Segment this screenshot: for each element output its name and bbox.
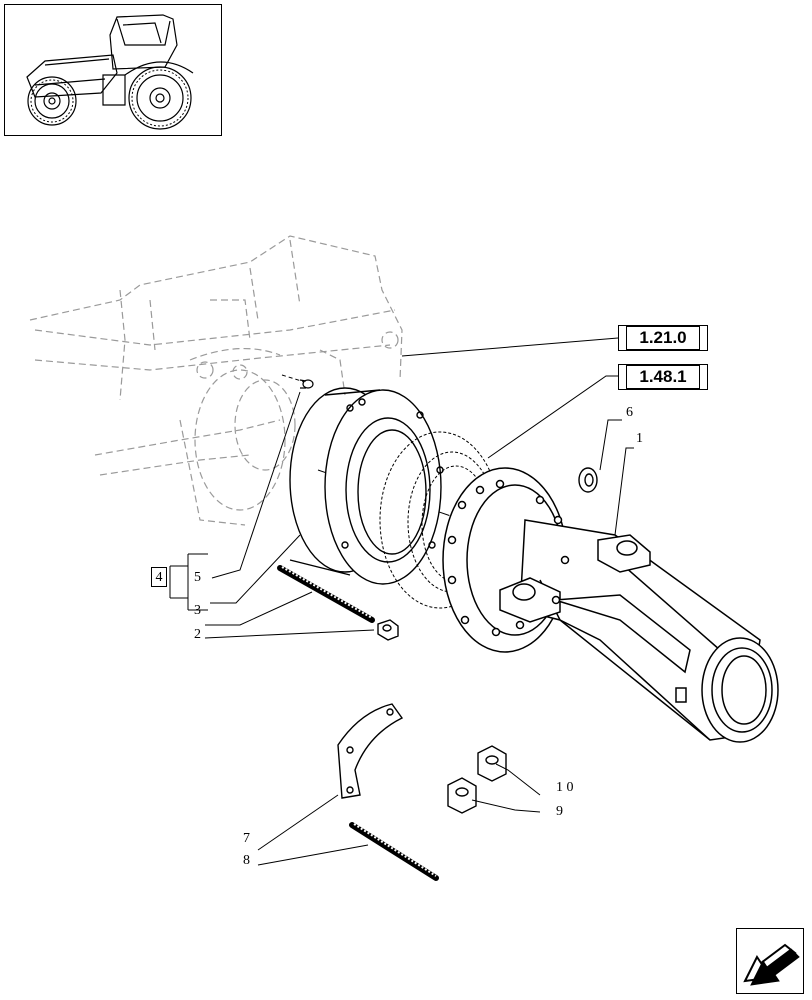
callout-8: 8 [243,853,250,868]
part-nut-9[interactable] [447,777,477,814]
callout-2: 2 [194,627,201,642]
part-pin[interactable] [281,374,314,389]
part-axle-housing[interactable] [442,467,779,743]
tractor-thumbnail[interactable] [4,4,222,136]
callout-7: 7 [243,831,250,846]
part-spacer-ring[interactable] [289,387,444,585]
callout-6: 6 [626,405,633,420]
part-nut-10[interactable] [477,745,507,782]
part-nut-small[interactable] [377,619,399,641]
reference-label: 1.21.0 [626,326,700,350]
callout-9: 9 [556,804,563,819]
leader-lines [169,337,634,866]
callout-1: 1 [636,431,643,446]
reference-label: 1.48.1 [626,365,700,389]
part-stud-short[interactable] [349,822,439,881]
tractor-icon [26,14,194,130]
reference-1-48-1[interactable]: 1.48.1 [618,364,708,390]
reference-1-21-0[interactable]: 1.21.0 [618,325,708,351]
part-curved-plate[interactable] [337,703,404,799]
next-page-button[interactable] [736,928,804,994]
callout-10: 1 0 [556,780,574,795]
callout-5: 5 [194,570,201,585]
part-stud-long[interactable] [277,565,375,623]
next-page-arrow-icon [743,943,800,986]
callout-3: 3 [194,603,201,618]
part-washer[interactable] [578,467,598,493]
group-box-4[interactable]: 4 [151,567,167,587]
ghost-housing [29,235,403,526]
